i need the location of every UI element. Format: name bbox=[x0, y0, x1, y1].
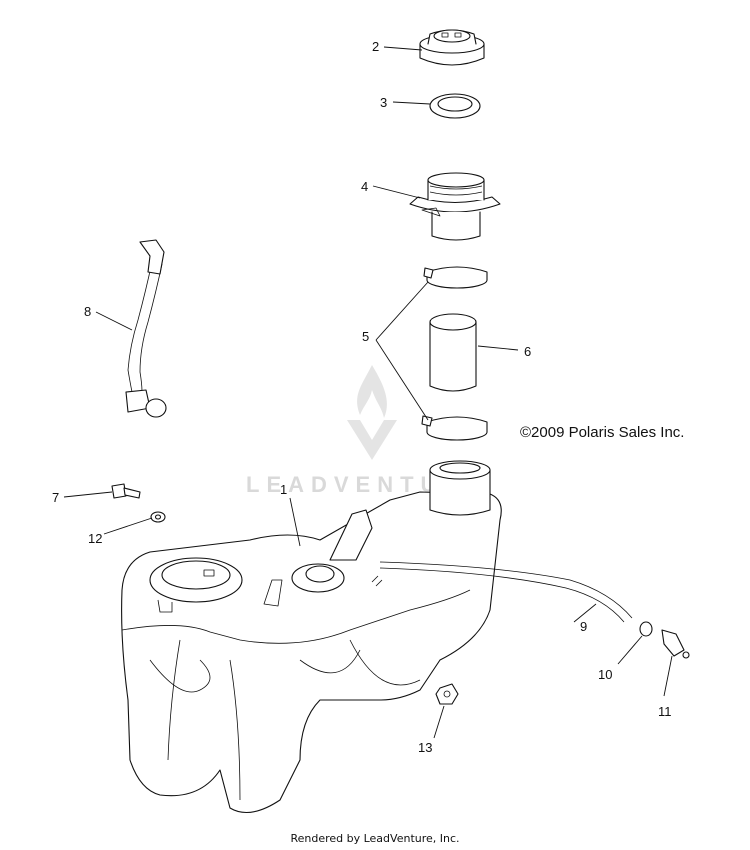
fuel-line[interactable] bbox=[379, 561, 633, 623]
filler-hose[interactable] bbox=[429, 313, 477, 392]
callout-4: 4 bbox=[361, 179, 368, 194]
callout-13: 13 bbox=[418, 740, 432, 755]
callout-8: 8 bbox=[84, 304, 91, 319]
fuel-cap[interactable] bbox=[419, 29, 485, 66]
callout-3: 3 bbox=[380, 95, 387, 110]
callout-12: 12 bbox=[88, 531, 102, 546]
hex-nut[interactable] bbox=[435, 683, 459, 705]
cap-gasket[interactable] bbox=[429, 93, 481, 119]
copyright-notice: ©2009 Polaris Sales Inc. bbox=[520, 424, 685, 441]
callout-10: 10 bbox=[598, 667, 612, 682]
hose-clamp-upper[interactable] bbox=[423, 266, 488, 289]
filler-neck[interactable] bbox=[409, 172, 501, 241]
washer[interactable] bbox=[150, 511, 166, 523]
line-plug[interactable] bbox=[639, 621, 653, 637]
hose-clamp-lower[interactable] bbox=[421, 415, 488, 441]
quick-connect-fitting[interactable] bbox=[661, 629, 690, 659]
callout-labels: 2 3 4 5 6 8 7 12 1 9 10 11 13 bbox=[52, 39, 672, 755]
footer-credit: Rendered by LeadVenture, Inc. bbox=[290, 832, 460, 845]
watermark-logo bbox=[347, 365, 397, 460]
callout-9: 9 bbox=[580, 619, 587, 634]
callout-2: 2 bbox=[372, 39, 379, 54]
mounting-bolt[interactable] bbox=[111, 483, 141, 499]
leader-lines bbox=[63, 46, 673, 739]
vent-hose[interactable] bbox=[125, 239, 167, 418]
callout-1: 1 bbox=[280, 482, 287, 497]
callout-6: 6 bbox=[524, 344, 531, 359]
callout-5: 5 bbox=[362, 329, 369, 344]
fuel-tank[interactable] bbox=[121, 460, 502, 814]
callout-7: 7 bbox=[52, 490, 59, 505]
callout-11: 11 bbox=[658, 704, 672, 719]
